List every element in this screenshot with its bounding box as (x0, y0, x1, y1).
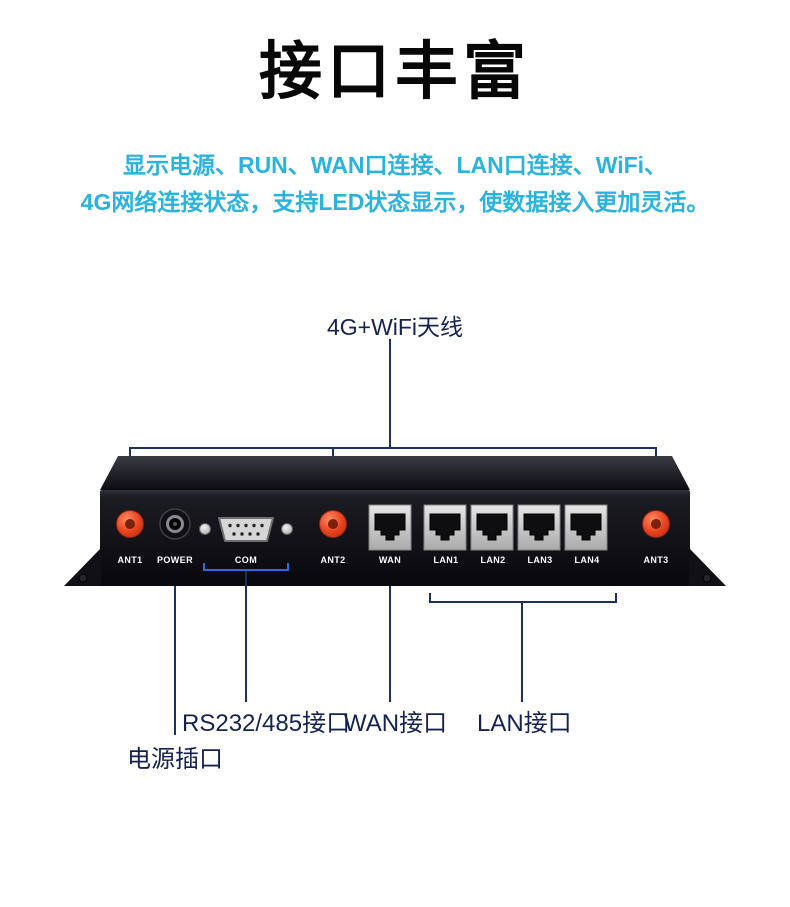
db9-pins (228, 523, 264, 536)
power-callout-label: 电源插口 (127, 746, 223, 773)
wan-callout-line (389, 586, 391, 702)
subtitle-line-1: 显示电源、RUN、WAN口连接、LAN口连接、WiFi、 (122, 152, 668, 178)
flange-screw-left (78, 573, 88, 583)
subtitle: 显示电源、RUN、WAN口连接、LAN口连接、WiFi、 4G网络连接状态，支持… (0, 147, 790, 221)
lan4-port (564, 504, 608, 551)
chassis-top-face (100, 456, 690, 490)
com-bracket-line (203, 569, 289, 571)
power-label: POWER (156, 555, 193, 565)
com-bracket-tick-left (203, 563, 205, 571)
mounting-flange-left (64, 548, 101, 586)
mounting-flange-right (689, 548, 726, 586)
lan-bracket-line (429, 601, 617, 603)
serial-callout-label: RS232/485接口 (182, 710, 351, 737)
lan-bracket-tick-left (429, 593, 431, 601)
ant1-label: ANT1 (117, 555, 143, 565)
antenna-callout-rail-line (129, 447, 657, 449)
lan-callout-label: LAN接口 (477, 710, 572, 737)
ant2-label: ANT2 (320, 555, 346, 565)
ant2-connector (319, 510, 347, 538)
lan2-label: LAN2 (480, 555, 506, 565)
com-label: COM (234, 555, 258, 565)
chassis-bottom-lip (96, 576, 694, 586)
power-jack (159, 508, 191, 540)
ant1-connector (116, 510, 144, 538)
flange-screw-right (702, 573, 712, 583)
wan-port (368, 504, 412, 551)
antenna-callout-stem-line (389, 339, 391, 448)
lan2-port (470, 504, 514, 551)
wan-label: WAN (378, 555, 402, 565)
ant3-connector (642, 510, 670, 538)
lan3-port (517, 504, 561, 551)
lan1-port (423, 504, 467, 551)
com-bracket-tick-right (287, 563, 289, 571)
lan3-label: LAN3 (527, 555, 553, 565)
antenna-callout-label: 4G+WiFi天线 (326, 314, 464, 340)
subtitle-line-2: 4G网络连接状态，支持LED状态显示，使数据接入更加灵活。 (80, 189, 710, 215)
wan-callout-label: WAN接口 (344, 710, 448, 737)
com-serial-port (199, 517, 293, 542)
lan-callout-line (521, 601, 523, 702)
power-callout-line (174, 586, 176, 735)
serial-callout-line (245, 571, 247, 702)
db9-shell (218, 517, 274, 542)
ant3-label: ANT3 (643, 555, 669, 565)
lan4-label: LAN4 (574, 555, 600, 565)
lan-bracket-tick-right (615, 593, 617, 601)
page-title: 接口丰富 (259, 37, 531, 107)
lan1-label: LAN1 (433, 555, 459, 565)
